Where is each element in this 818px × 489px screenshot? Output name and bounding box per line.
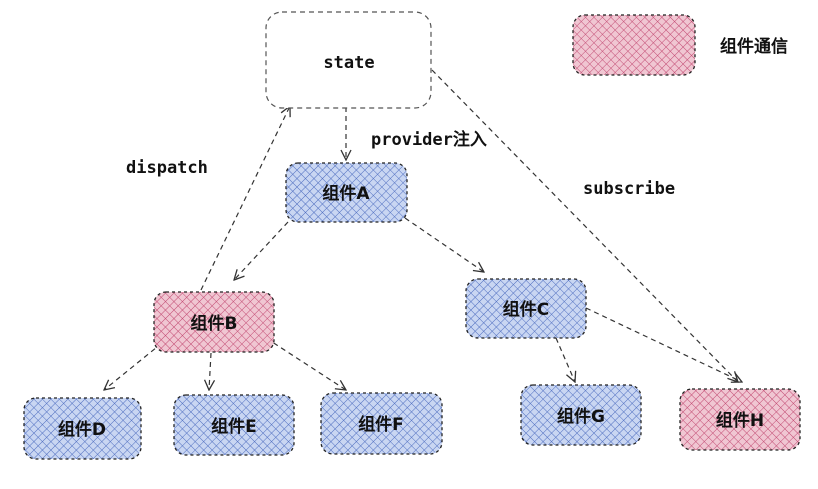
edge-c-to-g bbox=[555, 337, 575, 382]
node-component-g-label: 组件G bbox=[557, 406, 605, 427]
node-component-a: 组件A bbox=[285, 162, 408, 223]
edge-state-to-h bbox=[431, 69, 738, 382]
node-state-label: state bbox=[323, 53, 374, 73]
edge-b-to-d bbox=[104, 342, 163, 390]
node-component-b-label: 组件B bbox=[191, 313, 238, 334]
node-component-e: 组件E bbox=[173, 394, 295, 456]
node-component-b: 组件B bbox=[153, 291, 275, 353]
node-component-h: 组件H bbox=[679, 388, 801, 451]
node-component-a-label: 组件A bbox=[322, 183, 370, 204]
edge-a-to-b bbox=[234, 221, 289, 280]
node-component-c: 组件C bbox=[465, 278, 587, 339]
label-subscribe: subscribe bbox=[583, 179, 675, 199]
node-component-d: 组件D bbox=[23, 397, 142, 460]
edge-c-to-h bbox=[585, 307, 742, 382]
label-provider: provider注入 bbox=[371, 129, 487, 150]
node-state: state bbox=[265, 11, 432, 109]
node-component-h-label: 组件H bbox=[716, 410, 764, 431]
edge-b-to-f bbox=[265, 337, 346, 390]
node-component-g: 组件G bbox=[520, 384, 642, 446]
edge-b-to-state bbox=[200, 106, 290, 291]
legend-swatch bbox=[572, 14, 696, 76]
legend-label: 组件通信 bbox=[720, 36, 788, 57]
node-component-e-label: 组件E bbox=[211, 416, 257, 437]
edge-a-to-c bbox=[404, 217, 484, 272]
node-component-f-label: 组件F bbox=[358, 414, 404, 435]
label-dispatch: dispatch bbox=[126, 158, 208, 178]
node-component-f: 组件F bbox=[320, 392, 443, 455]
legend: 组件通信 bbox=[572, 14, 788, 76]
edge-b-to-e bbox=[209, 352, 211, 390]
node-component-c-label: 组件C bbox=[503, 299, 549, 320]
node-component-d-label: 组件D bbox=[58, 419, 106, 440]
